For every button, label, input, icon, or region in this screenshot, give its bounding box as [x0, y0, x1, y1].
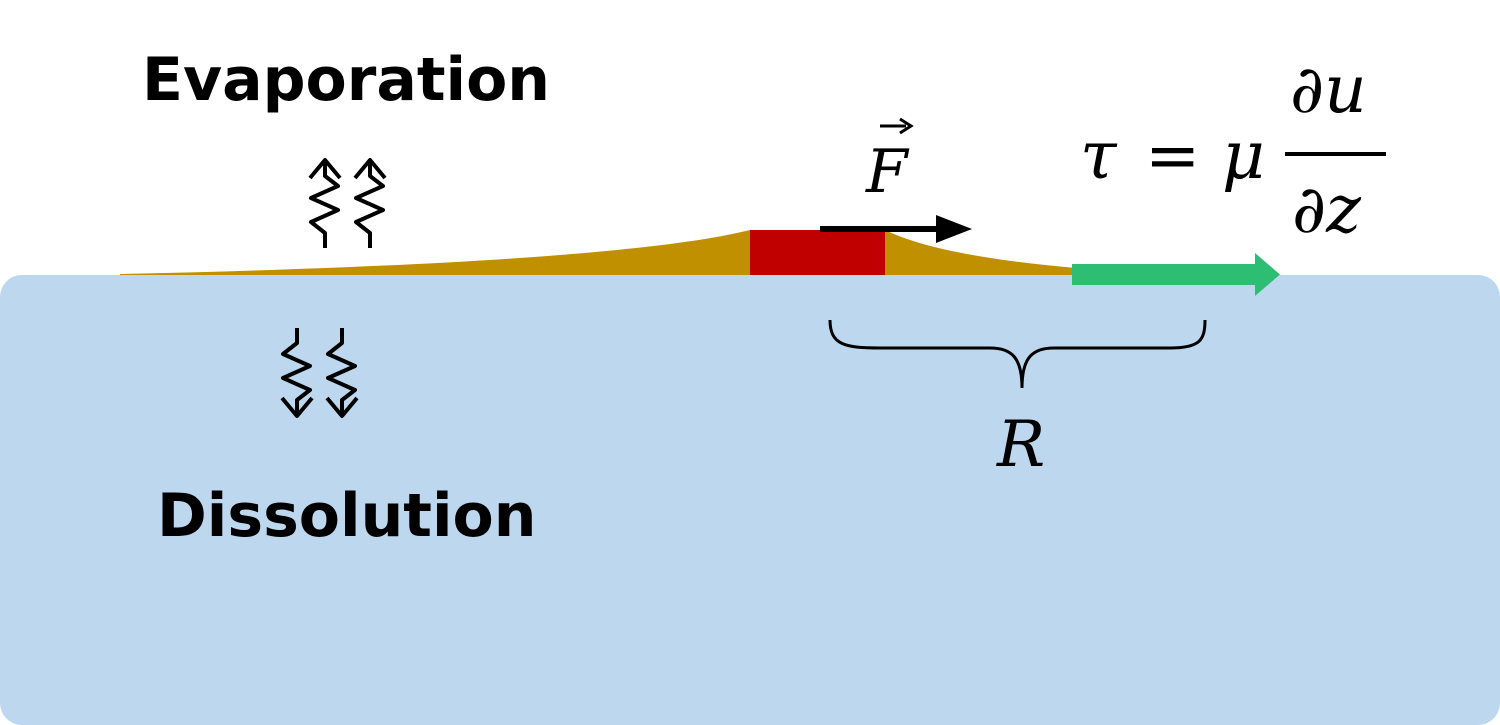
equation-denominator: ∂z: [1292, 171, 1362, 248]
equation-equals: =: [1145, 117, 1200, 194]
radius-symbol: R: [996, 408, 1045, 482]
water-body: [0, 275, 1500, 725]
wavy-down-arrows-icon: [280, 328, 359, 418]
equation-coefficient: μ: [1222, 117, 1265, 194]
curly-brace-icon: [828, 319, 1207, 389]
dissolution-label: Dissolution: [157, 481, 536, 551]
flow-arrow-icon: [1072, 253, 1280, 296]
right-arrow-icon: [820, 215, 972, 243]
wavy-up-arrows-icon: [308, 158, 387, 248]
force-symbol: F: [865, 137, 910, 207]
evaporation-label: Evaporation: [142, 45, 550, 115]
surface-film: [120, 230, 1205, 275]
particle: [750, 230, 885, 275]
equation-lhs: τ: [1080, 117, 1118, 194]
equation-numerator: ∂u: [1290, 51, 1367, 128]
shear-stress-equation: τ = μ ∂u ∂z: [1080, 51, 1386, 248]
vector-arrow-icon: [880, 117, 914, 135]
